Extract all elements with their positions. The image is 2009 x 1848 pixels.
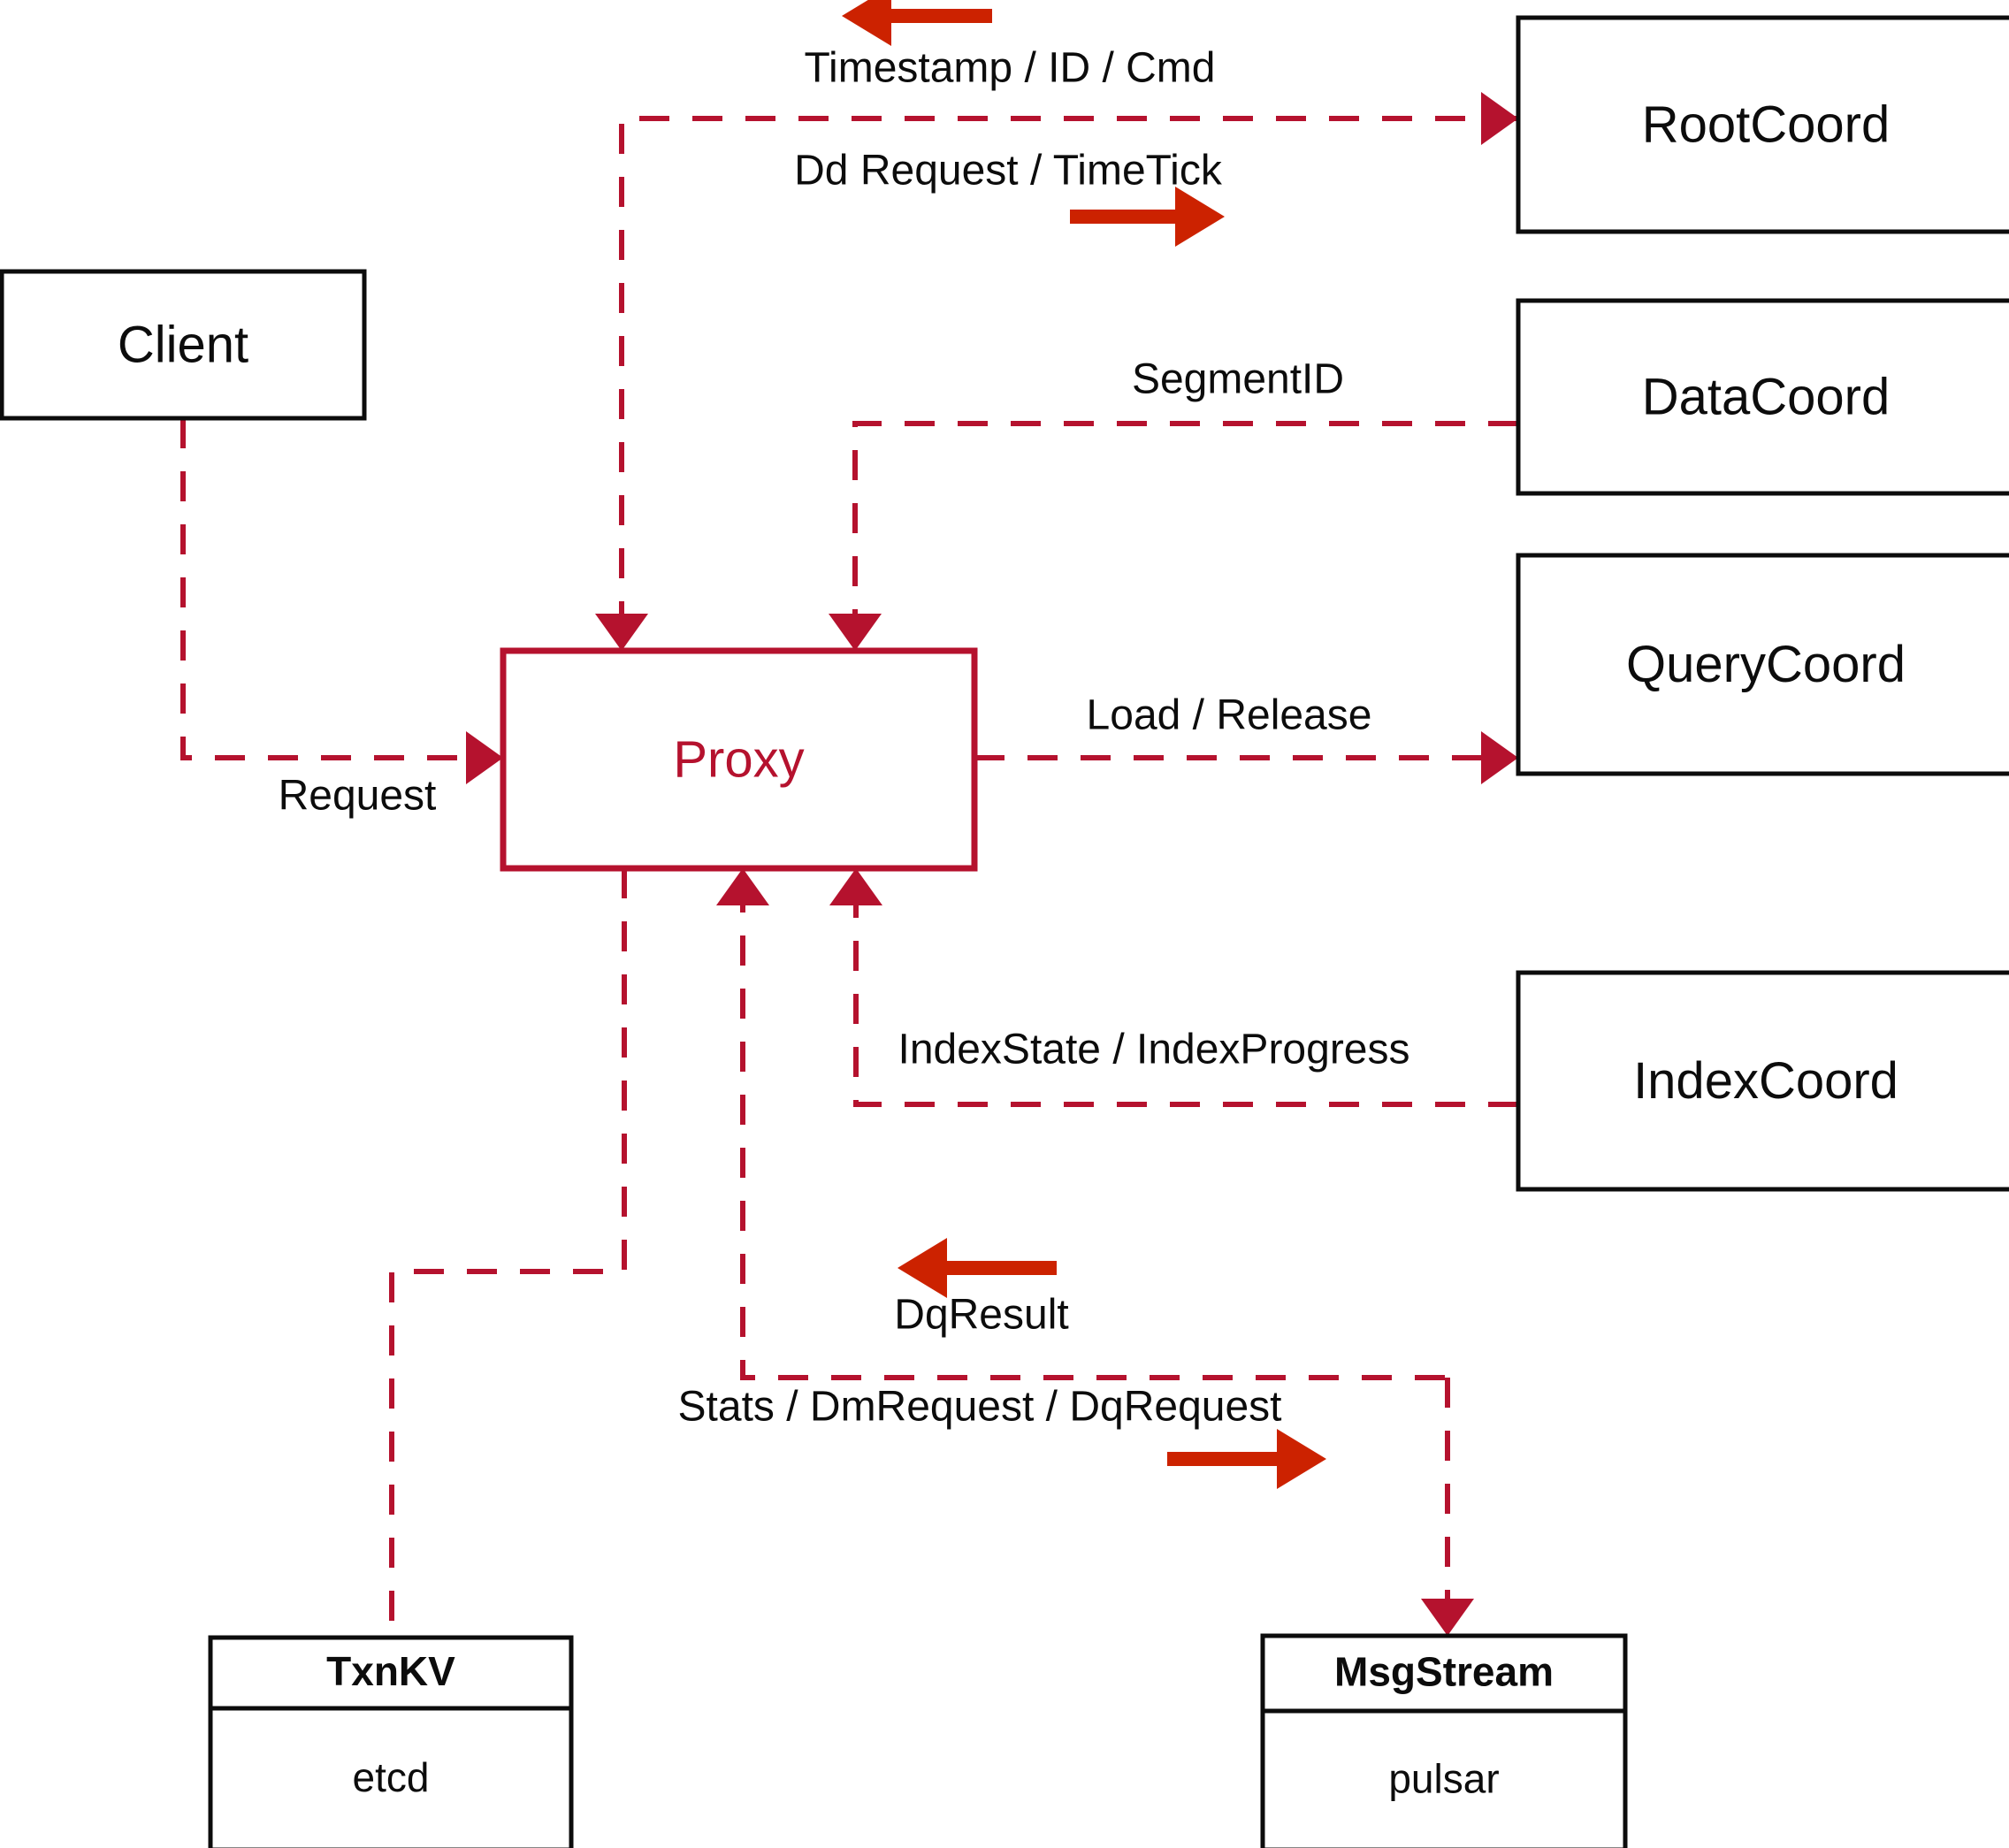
node-label-indexcoord: IndexCoord bbox=[1633, 1052, 1898, 1110]
edge-proxy-to-rootcoord bbox=[1481, 92, 1518, 145]
component-detail-msgstream: pulsar bbox=[1388, 1756, 1499, 1802]
component-box-msgstream bbox=[1260, 1633, 1628, 1848]
edge-line-indexcoord-to-proxy bbox=[853, 882, 1518, 1107]
edge-arrowhead-proxy-to-querycoord bbox=[1481, 731, 1518, 784]
edge-line-rootcoord-to-proxy bbox=[619, 116, 1518, 637]
edge-arrowhead-client-to-proxy bbox=[466, 731, 503, 784]
node-rootcoord[interactable]: RootCoord bbox=[1516, 15, 2009, 234]
edge-label-datacoord-to-proxy: SegmentID bbox=[1132, 356, 1344, 403]
edge-datacoord-to-proxy bbox=[829, 421, 1518, 651]
edge-label-proxy-to-rootcoord: Dd Request / TimeTick bbox=[794, 148, 1223, 195]
dqrequest-dir-arrow bbox=[1167, 1429, 1326, 1489]
node-box-rootcoord bbox=[1516, 15, 2009, 234]
component-title-msgstream: MsgStream bbox=[1334, 1649, 1554, 1695]
node-label-querycoord: QueryCoord bbox=[1626, 636, 1906, 693]
edge-arrowhead-datacoord-to-proxy bbox=[829, 614, 882, 651]
edge-arrowhead-msgstream-to-proxy bbox=[716, 868, 769, 905]
edge-rootcoord-to-proxy bbox=[595, 116, 1518, 651]
node-box-datacoord bbox=[1516, 298, 2009, 496]
edge-arrowhead-proxy-to-rootcoord bbox=[1481, 92, 1518, 145]
node-box-client bbox=[0, 269, 367, 421]
node-querycoord[interactable]: QueryCoord bbox=[1516, 553, 2009, 776]
edge-label-client-to-proxy: Request bbox=[279, 773, 437, 820]
node-label-rootcoord: RootCoord bbox=[1642, 95, 1890, 153]
edge-line-datacoord-to-proxy bbox=[852, 421, 1518, 637]
component-box-txnkv bbox=[208, 1635, 574, 1848]
ddrequest-dir-arrow bbox=[1070, 187, 1225, 247]
node-box-proxy bbox=[500, 647, 978, 872]
dqresult-dir-arrow bbox=[898, 1238, 1057, 1298]
edge-client-to-proxy bbox=[180, 418, 503, 784]
timestamp-dir-arrow bbox=[842, 0, 992, 46]
component-detail-txnkv: etcd bbox=[353, 1754, 430, 1800]
edge-proxy-to-txnkv bbox=[389, 868, 627, 1638]
node-client[interactable]: Client bbox=[0, 269, 367, 421]
edge-label-proxy-to-msgstream: Stats / DmRequest / DqRequest bbox=[678, 1384, 1282, 1431]
edge-label-indexcoord-to-proxy: IndexState / IndexProgress bbox=[898, 1027, 1410, 1073]
component-node-txnkv[interactable]: TxnKV etcd bbox=[208, 1635, 574, 1848]
edge-label-msgstream-to-proxy: DqResult bbox=[894, 1292, 1068, 1339]
edge-proxy-to-msgstream bbox=[1421, 1378, 1474, 1636]
node-proxy[interactable]: Proxy bbox=[500, 647, 978, 872]
direction-arrows-layer bbox=[842, 0, 1326, 1489]
node-label-client: Client bbox=[118, 316, 248, 373]
edge-proxy-to-querycoord bbox=[974, 731, 1518, 784]
edge-msgstream-to-proxy bbox=[716, 868, 1448, 1380]
edge-arrowhead-indexcoord-to-proxy bbox=[829, 868, 882, 905]
node-box-querycoord bbox=[1516, 553, 2009, 776]
edge-arrowhead-rootcoord-to-proxy bbox=[595, 614, 648, 651]
edge-arrowhead-proxy-to-msgstream bbox=[1421, 1599, 1474, 1636]
edge-line-client-to-proxy bbox=[180, 418, 488, 760]
node-label-datacoord: DataCoord bbox=[1642, 368, 1890, 425]
node-label-proxy: Proxy bbox=[673, 730, 804, 788]
edge-indexcoord-to-proxy bbox=[829, 868, 1518, 1107]
edge-line-msgstream-to-proxy bbox=[740, 882, 1448, 1380]
node-box-indexcoord bbox=[1516, 970, 2009, 1192]
component-nodes-layer: TxnKV etcd MsgStream pulsar bbox=[208, 1633, 1628, 1848]
edge-labels-layer: Timestamp / ID / Cmd Dd Request / TimeTic… bbox=[279, 45, 1410, 1431]
edge-line-proxy-to-txnkv bbox=[389, 868, 627, 1638]
edge-label-rootcoord-to-proxy: Timestamp / ID / Cmd bbox=[805, 45, 1216, 92]
component-title-txnkv: TxnKV bbox=[326, 1648, 455, 1694]
edges-layer bbox=[180, 92, 1518, 1638]
node-datacoord[interactable]: DataCoord bbox=[1516, 298, 2009, 496]
node-indexcoord[interactable]: IndexCoord bbox=[1516, 970, 2009, 1192]
component-node-msgstream[interactable]: MsgStream pulsar bbox=[1260, 1633, 1628, 1848]
edge-label-proxy-to-querycoord: Load / Release bbox=[1087, 692, 1372, 739]
